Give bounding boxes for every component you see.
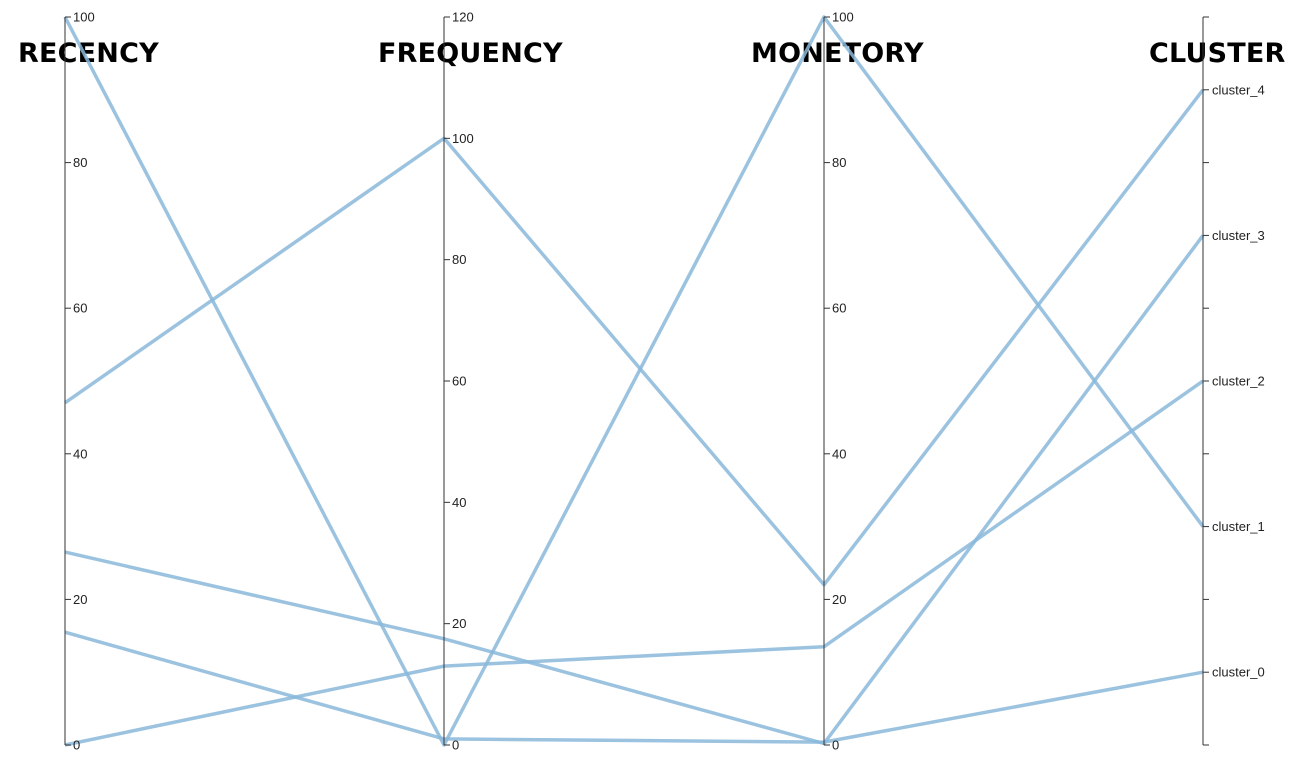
axis-recency: 0 20 40 60 80 100: [64, 10, 95, 753]
tick-label-recency-60: 60: [73, 301, 87, 316]
tick-label-frequency-60: 60: [452, 374, 466, 389]
tick-label-cluster-2: cluster_2: [1212, 374, 1265, 389]
tick-label-cluster-4: cluster_4: [1212, 82, 1265, 97]
tick-label-frequency-100: 100: [452, 131, 474, 146]
tick-label-frequency-40: 40: [452, 495, 466, 510]
axis-monetory: 0 20 40 60 80 100: [823, 10, 854, 753]
tick-label-recency-80: 80: [73, 155, 87, 170]
tick-label-frequency-0: 0: [452, 738, 459, 753]
data-line-4: [64, 379, 1205, 747]
data-line-0: [63, 15, 1205, 747]
tick-label-monetory-0: 0: [832, 738, 839, 753]
tick-label-cluster-1: cluster_1: [1212, 519, 1265, 534]
axis-title-frequency: FREQUENCY: [378, 38, 563, 69]
data-line-2: [64, 234, 1205, 746]
axis-frequency: 0 20 40 60 80 100 120: [443, 10, 474, 753]
tick-label-recency-20: 20: [73, 592, 87, 607]
tick-label-monetory-40: 40: [832, 446, 846, 461]
tick-label-frequency-80: 80: [452, 252, 466, 267]
lines-layer: [63, 15, 1205, 747]
tick-label-monetory-20: 20: [832, 592, 846, 607]
tick-label-recency-40: 40: [73, 446, 87, 461]
tick-label-frequency-20: 20: [452, 616, 466, 631]
data-line-1: [63, 88, 1205, 587]
data-line-3: [64, 630, 1204, 744]
tick-label-recency-100: 100: [73, 10, 95, 25]
tick-label-monetory-60: 60: [832, 301, 846, 316]
tick-label-frequency-120: 120: [452, 10, 474, 25]
tick-label-monetory-80: 80: [832, 155, 846, 170]
axis-cluster: cluster_0 cluster_1 cluster_2 cluster_3 clus…: [1202, 16, 1265, 746]
tick-label-cluster-3: cluster_3: [1212, 228, 1265, 243]
tick-label-cluster-0: cluster_0: [1212, 665, 1265, 680]
axis-title-monetory: MONETORY: [751, 38, 924, 69]
axis-title-cluster: CLUSTER: [1149, 38, 1286, 69]
axes-layer: 0 20 40 60 80 100 0 20 40 60 80 100 120 0 20 40 60 80 100 c…: [64, 10, 1265, 753]
tick-label-recency-0: 0: [73, 738, 80, 753]
tick-label-monetory-100: 100: [832, 10, 854, 25]
